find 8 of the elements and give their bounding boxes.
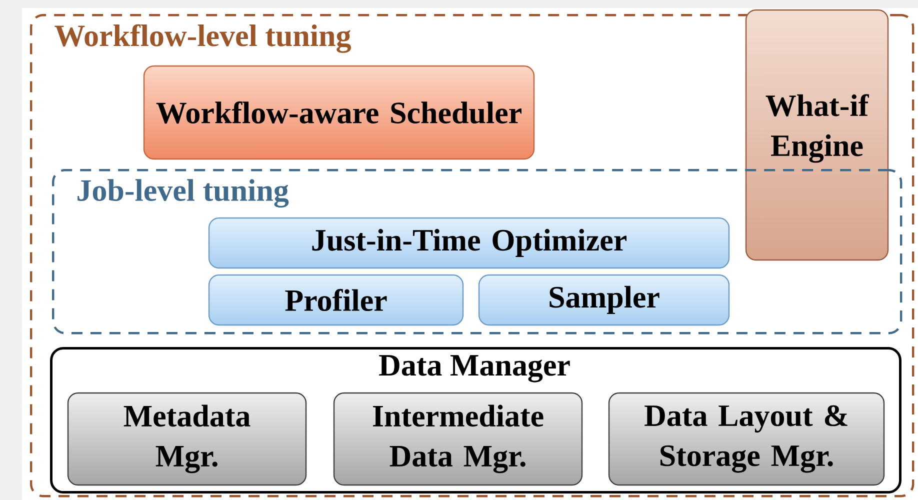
component-box: Workflow-aware Scheduler — [143, 65, 535, 160]
component-box: Sampler — [478, 274, 730, 326]
component-box: Data Layout & Storage Mgr. — [608, 392, 885, 486]
component-box: Profiler — [208, 274, 464, 326]
component-box: Metadata Mgr. — [67, 392, 307, 486]
component-box: What-if Engine — [745, 9, 889, 261]
component-box: Just-in-Time Optimizer — [208, 217, 730, 269]
component-box: Intermediate Data Mgr. — [333, 392, 583, 486]
